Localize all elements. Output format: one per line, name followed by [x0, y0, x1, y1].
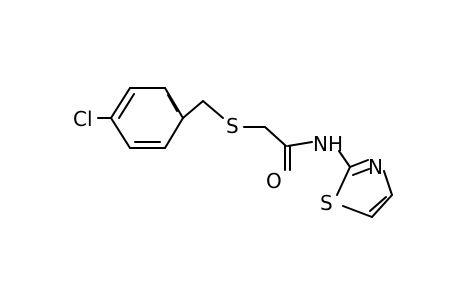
- bond-ring-double-1: [118, 93, 135, 119]
- bond-ring-c4-c5: [164, 117, 184, 149]
- thioether-acetamide-chain: [182, 100, 351, 171]
- bond-thiazole-c2-n3-double: [352, 168, 370, 176]
- bond-ring-c1-c2: [110, 87, 131, 119]
- atom-sulfur-thioether-label: S: [226, 114, 239, 138]
- thiazole-ring: [336, 159, 393, 218]
- bond-thiazole-c5-s1: [342, 205, 373, 218]
- bond-thiazole-c4-c5-double: [369, 196, 387, 212]
- atom-labels: Cl S O NH N S: [73, 107, 383, 215]
- bond-ring-double-2: [167, 94, 178, 112]
- bond-thiazole-s1-c2: [336, 166, 351, 196]
- bond-ring-c6-c1: [110, 117, 131, 149]
- atom-oxygen-carbonyl-label: O: [266, 169, 282, 193]
- bond-thiazole-n3-c4: [383, 170, 393, 196]
- bond-carbonyl-nh: [287, 141, 313, 147]
- bond-thiazole-c2-n3: [349, 159, 369, 168]
- bond-ring-c3-c4: [164, 87, 184, 119]
- atom-nitrogen-ring-label: N: [368, 155, 383, 179]
- bond-ch2-s: [202, 100, 224, 119]
- atom-sulfur-ring-label: S: [320, 191, 333, 215]
- bond-thiazole-c4-c5: [371, 194, 393, 218]
- bond-ch2-carbonyl: [264, 126, 287, 147]
- atom-chlorine-label: Cl: [73, 107, 93, 131]
- atom-nitrogen-amide-label: NH: [313, 132, 343, 156]
- chlorophenyl-ring: [97, 87, 184, 149]
- bond-nh-thiazole: [338, 150, 351, 168]
- bond-ring-ch2: [182, 100, 204, 119]
